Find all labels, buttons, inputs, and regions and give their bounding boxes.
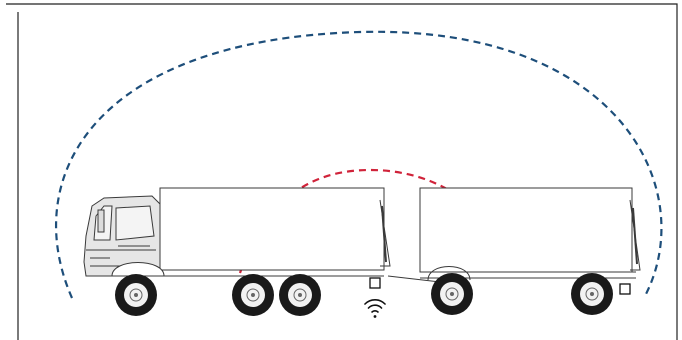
- wheel: [232, 274, 274, 316]
- cab-details: [86, 245, 156, 267]
- outer-coverage-arc: [54, 30, 663, 299]
- trailer-box: [419, 187, 633, 273]
- wheel: [571, 273, 613, 315]
- truck-box: [159, 187, 385, 271]
- frame: [6, 3, 678, 340]
- drawbar: [387, 275, 441, 283]
- cab-side-window: [115, 205, 155, 241]
- trailer-wheel-arch: [427, 266, 471, 281]
- trailer-rear-door-hatch: [632, 207, 638, 265]
- cab-wheel-arch: [111, 262, 165, 277]
- cab-mirror: [97, 209, 105, 233]
- trailer: [387, 187, 641, 283]
- trailer-rear-sensor: [619, 283, 631, 295]
- truck-box-body: [159, 187, 391, 277]
- wheel: [279, 274, 321, 316]
- truck-rear-sensor: [369, 277, 381, 289]
- truck-chassis: [160, 269, 384, 277]
- wheel: [431, 273, 473, 315]
- wheel: [115, 274, 157, 316]
- truck-rear-door-hatch: [381, 205, 387, 263]
- frame-border: [6, 3, 678, 340]
- truck-cab: [83, 195, 165, 277]
- wifi-icon: [364, 299, 386, 318]
- wheels: [115, 273, 613, 316]
